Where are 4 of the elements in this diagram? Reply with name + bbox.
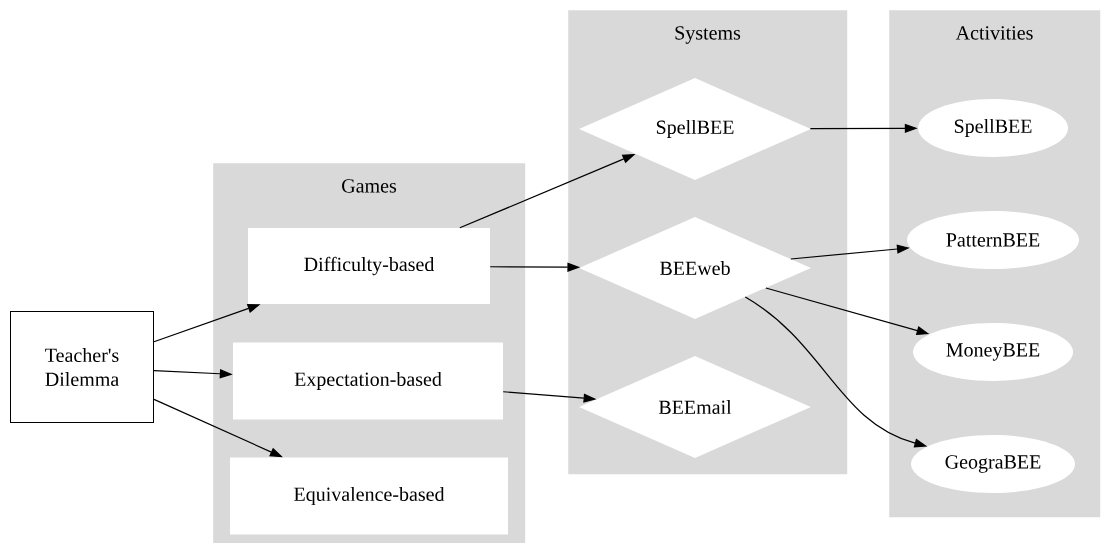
process-box: Expectation-based [233,342,503,420]
process-box: Equivalence-based [230,457,508,535]
process-box: Difficulty-based [248,228,490,304]
process-box: Teacher's Dilemma [10,311,154,423]
